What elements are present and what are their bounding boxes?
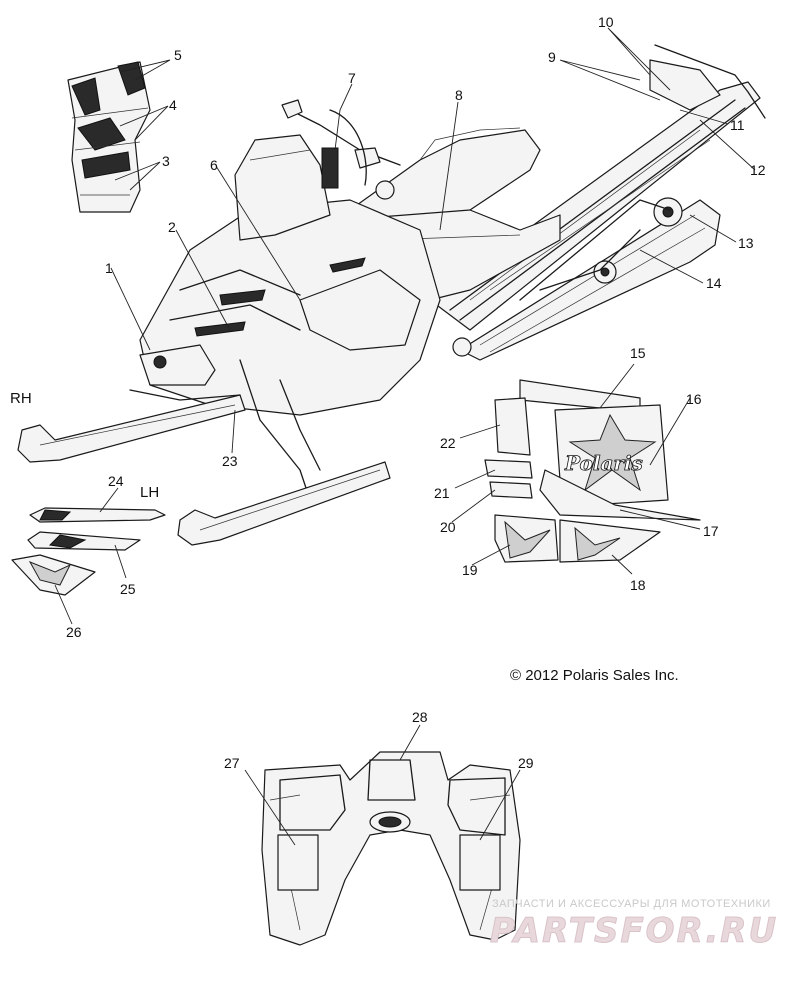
watermark-brand: PARTSFOR.RU	[490, 911, 778, 951]
callout-27: 27	[224, 755, 240, 771]
callout-23: 23	[222, 453, 238, 469]
callout-12: 12	[750, 162, 766, 178]
polaris-logo-text: Polaris	[564, 451, 643, 475]
leader-lines	[54, 27, 756, 846]
callout-21: 21	[434, 485, 450, 501]
callout-17: 17	[703, 523, 719, 539]
callout-8: 8	[455, 87, 463, 103]
callout-16: 16	[686, 391, 702, 407]
callout-19: 19	[462, 562, 478, 578]
callout-5: 5	[174, 47, 182, 63]
callout-26: 26	[66, 624, 82, 640]
lh-label: LH	[140, 484, 159, 501]
callout-14: 14	[706, 275, 722, 291]
callout-numbers: 1 2 3 4 5 6 7 8 9 10 11 12 13 14 15 16 1…	[66, 14, 766, 771]
copyright-notice: © 2012 Polaris Sales Inc.	[510, 667, 679, 684]
callout-3: 3	[162, 153, 170, 169]
callout-13: 13	[738, 235, 754, 251]
callout-18: 18	[630, 577, 646, 593]
callout-15: 15	[630, 345, 646, 361]
callout-24: 24	[108, 473, 124, 489]
callout-11: 11	[730, 117, 745, 133]
callout-2: 2	[168, 219, 176, 235]
callout-6: 6	[210, 157, 218, 173]
callout-10: 10	[598, 14, 614, 30]
callout-22: 22	[440, 435, 456, 451]
callout-28: 28	[412, 709, 428, 725]
side-decals-lh	[11, 507, 166, 596]
callout-7: 7	[348, 70, 356, 86]
callout-25: 25	[120, 581, 136, 597]
callout-4: 4	[169, 97, 177, 113]
hood-panel	[261, 751, 521, 946]
callout-1: 1	[105, 260, 113, 276]
hood-decal-kit: Polaris	[484, 379, 701, 563]
callout-29: 29	[518, 755, 534, 771]
callout-20: 20	[440, 519, 456, 535]
rh-label: RH	[10, 390, 32, 407]
callout-9: 9	[548, 49, 556, 65]
watermark: ЗАПЧАСТИ И АКСЕССУАРЫ ДЛЯ МОТОТЕХНИКИ PA…	[490, 898, 778, 952]
watermark-tagline: ЗАПЧАСТИ И АКСЕССУАРЫ ДЛЯ МОТОТЕХНИКИ	[492, 898, 771, 910]
